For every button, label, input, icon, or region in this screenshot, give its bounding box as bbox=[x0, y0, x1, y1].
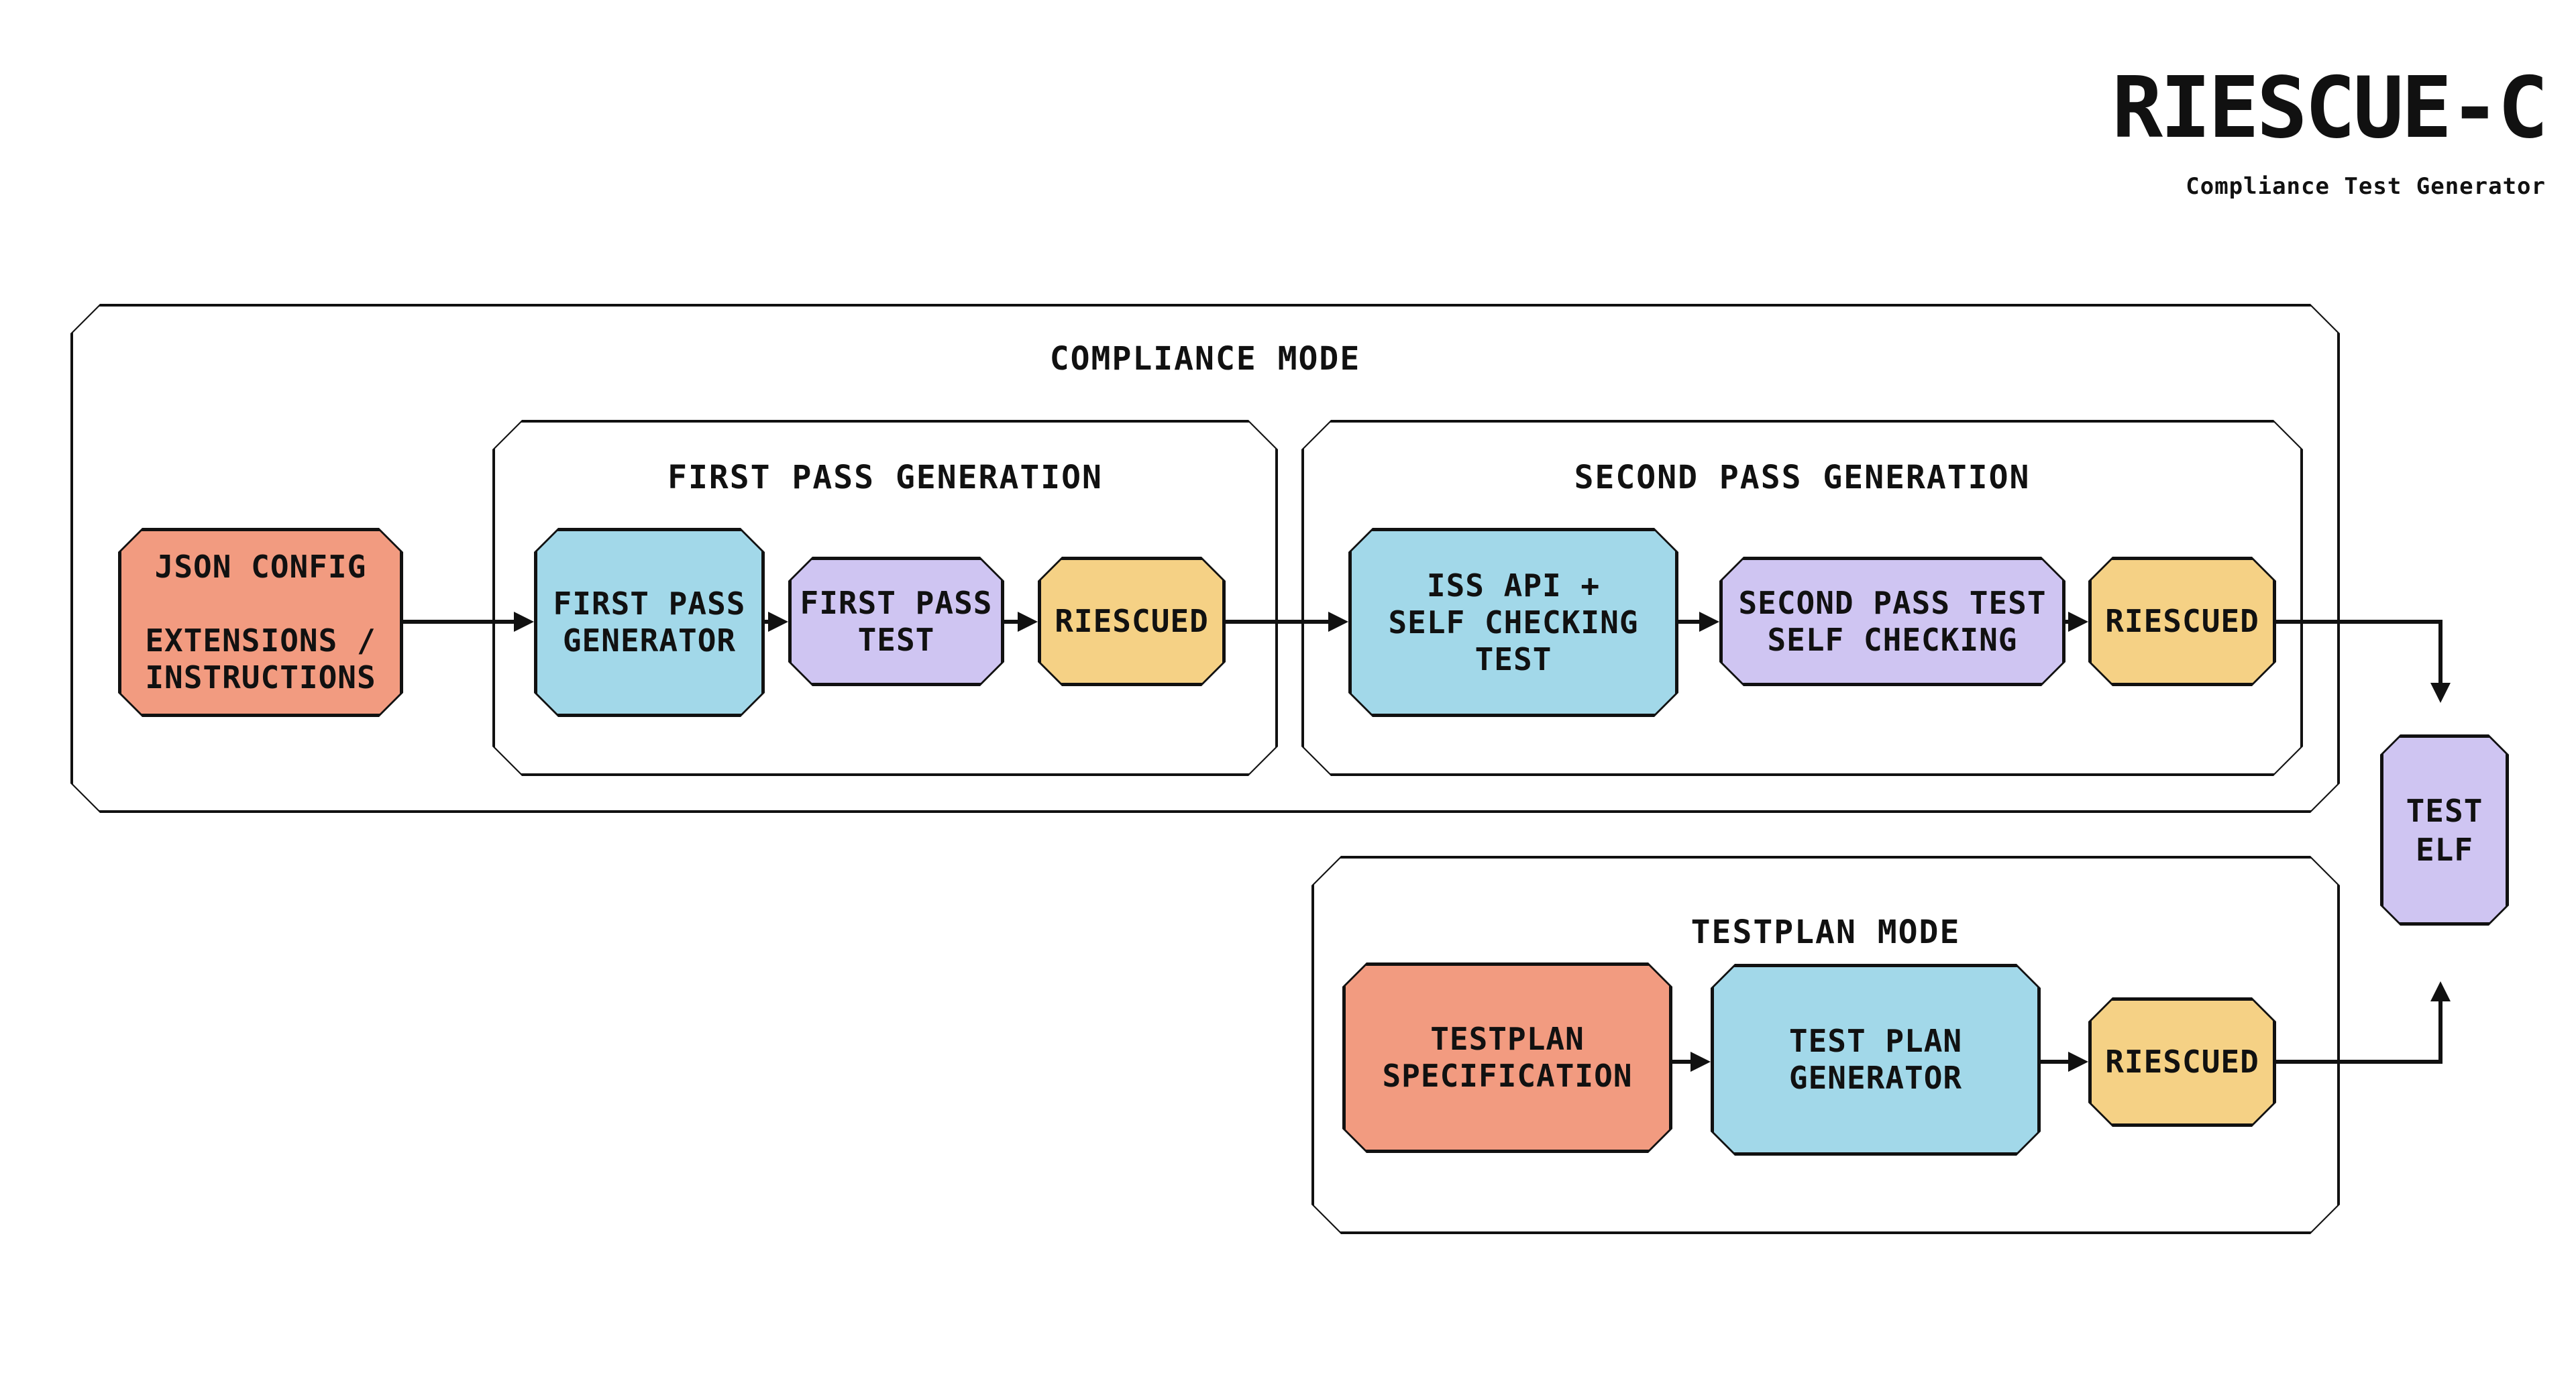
node-json-config-label: JSON CONFIG EXTENSIONS / INSTRUCTIONS bbox=[145, 549, 376, 696]
node-second-pass-test-label: SECOND PASS TEST SELF CHECKING bbox=[1738, 584, 2047, 658]
flow-riescued2-down-line bbox=[2438, 620, 2443, 683]
flow-into-test-elf-bottom-arrowhead-icon bbox=[2430, 981, 2451, 1001]
flow-iss-to-spt-line bbox=[1678, 620, 1701, 624]
node-test-plan-generator: TEST PLAN GENERATOR bbox=[1711, 964, 2041, 1156]
flow-spec-to-tpg-arrowhead-icon bbox=[1690, 1052, 1711, 1072]
node-riescued-second-pass: RIESCUED bbox=[2088, 557, 2276, 686]
flow-tpg-to-riescued3-line bbox=[2041, 1060, 2070, 1064]
app-logo: RIESCUE-C bbox=[2112, 58, 2548, 157]
node-riescued-testplan: RIESCUED bbox=[2088, 997, 2276, 1127]
app-tagline: Compliance Test Generator bbox=[2186, 173, 2546, 200]
flow-into-test-elf-top-arrowhead-icon bbox=[2430, 683, 2451, 703]
flow-spt-to-riescued2-line bbox=[2065, 620, 2070, 624]
node-first-pass-test: FIRST PASS TEST bbox=[788, 557, 1004, 686]
flow-fpt-to-riescued1-line bbox=[1004, 620, 1019, 624]
container-second-pass-title: SECOND PASS GENERATION bbox=[1574, 459, 2031, 496]
node-iss-api: ISS API + SELF CHECKING TEST bbox=[1348, 528, 1678, 717]
node-json-config: JSON CONFIG EXTENSIONS / INSTRUCTIONS bbox=[118, 528, 403, 717]
flow-fpg-to-fpt-arrowhead-icon bbox=[768, 612, 788, 632]
flow-json-to-fpg-line bbox=[403, 620, 515, 624]
node-riescued-first-pass: RIESCUED bbox=[1038, 557, 1226, 686]
flow-tpg-to-riescued3-arrowhead-icon bbox=[2068, 1052, 2088, 1072]
node-first-pass-generator: FIRST PASS GENERATOR bbox=[534, 528, 765, 717]
node-testplan-specification-label: TESTPLAN SPECIFICATION bbox=[1382, 1021, 1633, 1094]
node-test-elf-label: TEST ELF bbox=[2406, 792, 2483, 868]
node-first-pass-generator-label: FIRST PASS GENERATOR bbox=[553, 586, 746, 659]
node-riescued-second-pass-label: RIESCUED bbox=[2105, 603, 2259, 639]
node-testplan-specification: TESTPLAN SPECIFICATION bbox=[1342, 962, 1672, 1153]
container-compliance-title: COMPLIANCE MODE bbox=[1049, 340, 1361, 378]
flow-spec-to-tpg-line bbox=[1672, 1060, 1692, 1064]
flow-fpg-to-fpt-line bbox=[765, 620, 769, 624]
flow-json-to-fpg-arrowhead-icon bbox=[514, 612, 534, 632]
node-test-plan-generator-label: TEST PLAN GENERATOR bbox=[1788, 1023, 1963, 1096]
flow-riescued1-to-iss-line bbox=[1226, 620, 1330, 624]
node-second-pass-test: SECOND PASS TEST SELF CHECKING bbox=[1719, 557, 2065, 686]
flow-riescued2-out-line bbox=[2276, 620, 2443, 624]
flow-riescued1-to-iss-arrowhead-icon bbox=[1328, 612, 1348, 632]
flow-iss-to-spt-arrowhead-icon bbox=[1699, 612, 1719, 632]
flow-fpt-to-riescued1-arrowhead-icon bbox=[1018, 612, 1038, 632]
node-riescued-testplan-label: RIESCUED bbox=[2105, 1044, 2259, 1080]
container-testplan-title: TESTPLAN MODE bbox=[1690, 914, 1961, 951]
node-test-elf: TEST ELF bbox=[2380, 734, 2509, 926]
flow-riescued3-up-line bbox=[2438, 999, 2443, 1062]
node-riescued-first-pass-label: RIESCUED bbox=[1055, 603, 1209, 639]
node-first-pass-test-label: FIRST PASS TEST bbox=[800, 584, 993, 658]
flow-riescued3-out-line bbox=[2276, 1060, 2443, 1064]
flow-spt-to-riescued2-arrowhead-icon bbox=[2068, 612, 2088, 632]
container-first-pass-title: FIRST PASS GENERATION bbox=[667, 459, 1103, 496]
node-iss-api-label: ISS API + SELF CHECKING TEST bbox=[1388, 567, 1639, 677]
